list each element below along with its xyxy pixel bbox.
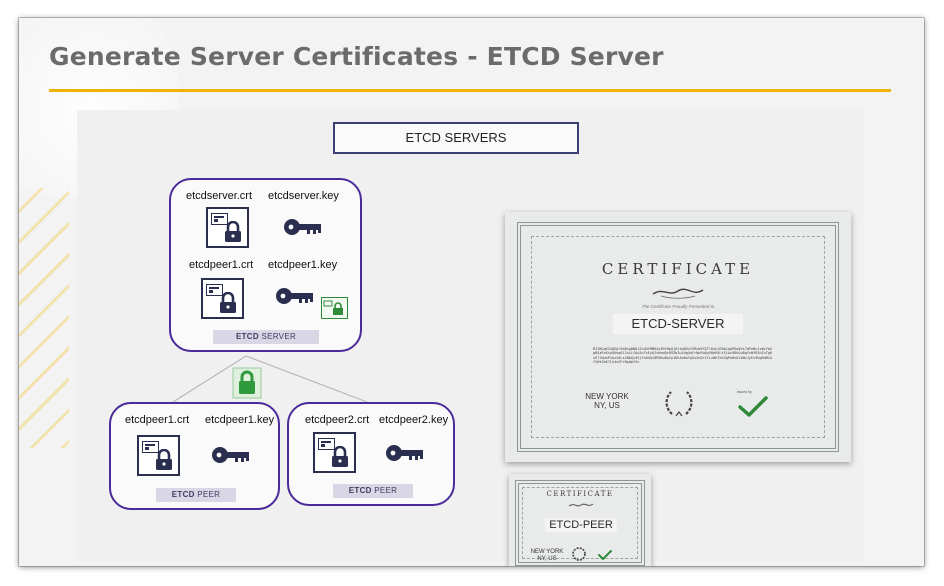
certificate-recipient: ETCD-SERVER [613,314,743,334]
tag-rest: PEER [194,490,221,499]
certificate-location: NEW YORK NY, US [527,549,567,563]
issued-by-label: issued by [737,390,752,394]
etcd-server-certificate: CERTIFICATE The Certificate Proudly Pres… [505,212,851,462]
etcdpeer1-crt-label: etcdpeer1.crt [189,259,254,271]
slide-title: Generate Server Certificates - ETCD Serv… [49,42,664,71]
certificate-border [515,480,645,566]
etcdserver-key-label: etcdserver.key [268,190,339,202]
diagram-area: ETCD SERVERS etcdserver.crt etcdserver.k… [77,110,865,566]
etcdpeer2-crt-label: etcdpeer2.crt [305,414,370,426]
certificate-title: CERTIFICATE [546,490,614,498]
certificate-inner-border [531,236,825,438]
etcdpeer1-key-label: etcdpeer1.key [205,414,275,426]
ornament-icon [652,288,704,299]
certificate-lock-icon [313,432,356,473]
key-icon [284,219,321,235]
connector-lines [172,355,368,403]
etcd-peer-group-1: etcdpeer1.crt etcdpeer1.key ETCD PEER [109,402,280,510]
etcdpeer2-key-label: etcdpeer2.key [379,414,449,426]
key-icon [386,445,423,461]
title-underline [49,89,891,92]
certificate-body-text: MIIBCgKCAQEAr9a8sgDNb1ZzUOfBMK4x3RYHpQj6… [593,347,773,365]
etcd-peer-certificate: CERTIFICATE ETCD-PEER NEW YORK NY, US [509,474,651,566]
etcd-server-group: etcdserver.crt etcdserver.key etcdpeer1.… [169,178,362,352]
location-line-1: NEW YORK [585,392,629,401]
certificate-subtitle: The Certificate Proudly Presented to [641,304,715,309]
tag-bold: ETCD [171,490,195,499]
tag-rest: PEER [371,486,398,495]
etcd-peer-tag: ETCD PEER [333,484,413,498]
certificate-recipient: ETCD-PEER [545,518,617,532]
certificate-lock-icon [206,207,249,248]
background-stripes-decoration [19,188,69,448]
key-icon [212,447,249,463]
tag-rest: SERVER [258,332,297,341]
location-line-2: NY, US [537,556,557,562]
location-line-1: NEW YORK [530,549,564,555]
slide: Generate Server Certificates - ETCD Serv… [19,18,924,566]
certificate-lock-icon [137,435,180,476]
key-icon [276,288,313,304]
etcdpeer1-key-label: etcdpeer1.key [268,259,338,271]
location-line-2: NY, US [594,401,620,410]
certificate-lock-icon [201,278,244,319]
etcd-peer-group-2: etcdpeer2.crt etcdpeer2.key ETCD PEER [287,402,455,506]
connector-line-right [245,355,368,403]
certificate-title: CERTIFICATE [601,260,755,278]
certificate-location: NEW YORK NY, US [577,392,637,410]
connector-line-left [172,355,247,403]
green-certificate-icon [321,297,348,319]
etcdpeer1-crt-label: etcdpeer1.crt [125,414,190,426]
green-lock-icon [232,367,262,399]
tag-bold: ETCD [348,486,372,495]
green-checkmark-icon [738,396,768,417]
etcdserver-crt-label: etcdserver.crt [186,190,253,202]
certificate-border [517,222,839,452]
etcd-server-tag: ETCD SERVER [213,330,319,344]
tag-bold: ETCD [235,332,259,341]
green-checkmark-icon [598,550,612,560]
laurel-seal-icon [572,547,586,561]
etcd-servers-header: ETCD SERVERS [333,122,579,154]
laurel-seal-icon [665,391,693,417]
certificate-inner-border [522,487,638,559]
ornament-icon [568,503,594,507]
etcd-peer-tag: ETCD PEER [156,488,236,502]
